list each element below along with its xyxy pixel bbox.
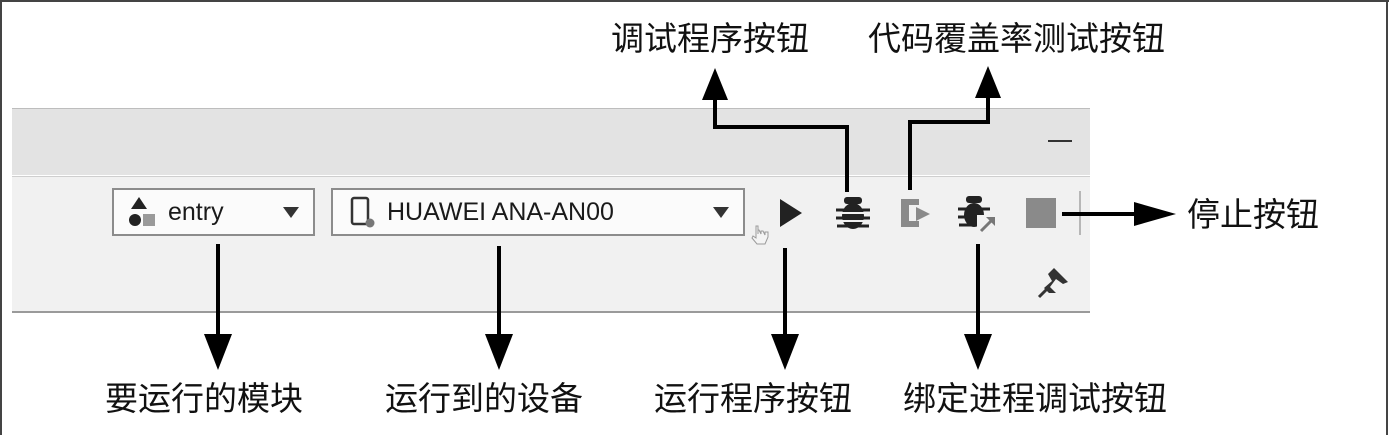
- arrowhead-run: [771, 334, 799, 370]
- arrow-coverage: [908, 96, 990, 190]
- arrowhead-module: [204, 334, 232, 370]
- module-selector[interactable]: entry: [112, 188, 315, 236]
- arrowhead-debug: [702, 68, 728, 100]
- arrowhead-attach: [964, 334, 992, 370]
- panel-lower-bar: [12, 249, 1090, 313]
- label-stop-button: 停止按钮: [1187, 195, 1319, 234]
- label-attach-debug-button: 绑定进程调试按钮: [903, 379, 1167, 418]
- arrow-debug: [713, 98, 849, 192]
- label-coverage-button: 代码覆盖率测试按钮: [868, 19, 1165, 58]
- minimize-icon[interactable]: [1048, 140, 1072, 142]
- label-run-button: 运行程序按钮: [654, 379, 852, 418]
- frame-left-line: [0, 0, 2, 435]
- arrowhead-stop: [1134, 202, 1176, 226]
- chevron-down-icon: [283, 206, 299, 218]
- arrowhead-device: [485, 334, 513, 370]
- frame-top-line: [0, 0, 1389, 2]
- cursor-icon: [751, 225, 769, 245]
- arrowhead-coverage: [975, 66, 1001, 98]
- label-module: 要运行的模块: [105, 379, 303, 418]
- attach-debugger-icon[interactable]: [955, 193, 997, 235]
- device-icon: [350, 196, 375, 228]
- label-debug-button: 调试程序按钮: [611, 19, 809, 58]
- coverage-icon[interactable]: [895, 193, 935, 233]
- frame-right-line: [1386, 0, 1388, 435]
- device-selector[interactable]: HUAWEI ANA-AN00: [331, 188, 745, 236]
- label-device: 运行到的设备: [385, 379, 583, 418]
- chevron-down-icon: [713, 206, 729, 218]
- module-selector-value: entry: [168, 197, 224, 226]
- run-icon[interactable]: [772, 193, 808, 233]
- device-selector-value: HUAWEI ANA-AN00: [387, 197, 614, 226]
- module-icon: [129, 197, 155, 226]
- pin-icon[interactable]: [1036, 266, 1070, 300]
- debug-icon[interactable]: [833, 193, 873, 233]
- stop-icon[interactable]: [1024, 196, 1058, 230]
